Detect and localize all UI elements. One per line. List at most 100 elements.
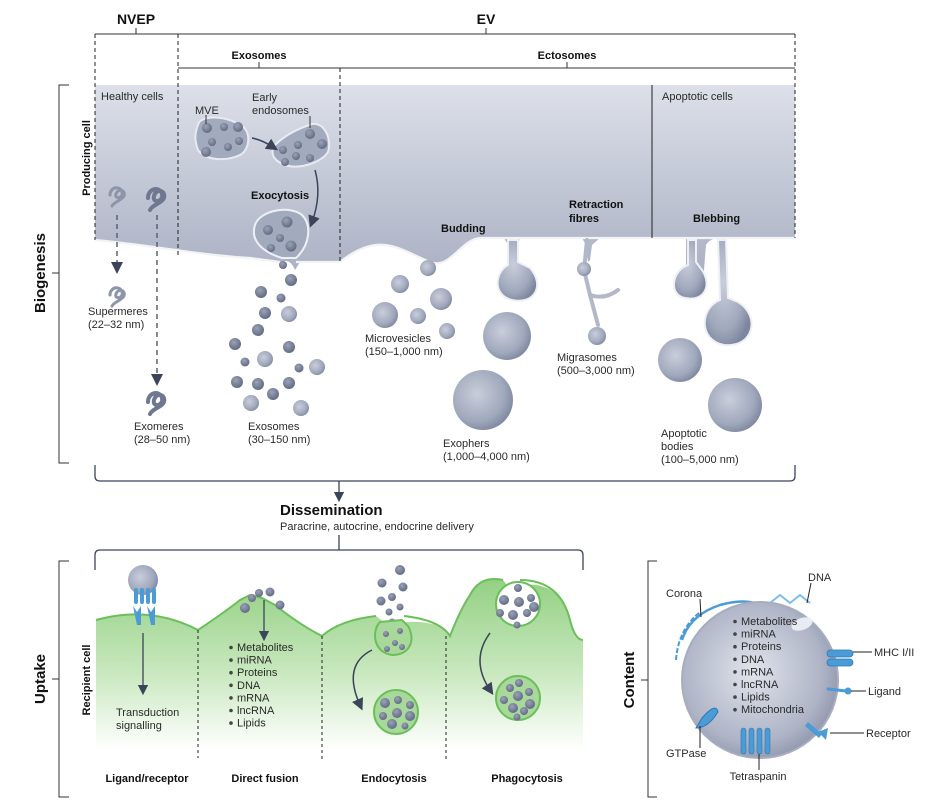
budding-vesicle-icon <box>496 239 539 302</box>
corona-icon-2 <box>675 611 701 661</box>
content-label: Content <box>621 652 638 709</box>
content-ev-sphere <box>681 601 839 759</box>
mhc-icon <box>826 649 854 667</box>
bullet-icon <box>229 708 233 713</box>
bullet-icon <box>733 619 737 624</box>
microvesicle-particles <box>372 260 455 339</box>
mechanism-endocytosis: Endocytosis <box>361 773 426 785</box>
recipient-membrane <box>95 578 584 641</box>
content-cargo-item: mRNA <box>741 666 774 678</box>
endocytosis-vesicle-icon <box>374 618 413 657</box>
migrasomes-size: (500–3,000 nm) <box>557 365 635 377</box>
mechanism-phagocytosis: Phagocytosis <box>491 773 563 785</box>
content-cargo-item: Mitochondria <box>741 704 805 716</box>
apoptotic-cells-label: Apoptotic cells <box>662 91 733 103</box>
bullet-icon <box>733 707 737 712</box>
mve-icon <box>194 116 250 161</box>
header-brackets <box>95 28 795 69</box>
supermeres-label: Supermeres <box>88 306 148 318</box>
biogenesis-bracket <box>52 84 69 464</box>
mve-to-endosome-arrow <box>251 137 279 151</box>
exosomes-label: Exosomes <box>248 421 300 433</box>
blebbing-vesicle-icon-2 <box>703 239 753 347</box>
bullet-icon <box>733 657 737 662</box>
content-bracket <box>641 560 657 798</box>
fusion-cargo-item: mRNA <box>237 692 270 704</box>
migrasome-vesicle-icon <box>577 262 591 276</box>
uptake-dividers <box>197 630 447 762</box>
bullet-icon <box>229 645 233 650</box>
ectosomes-header: Ectosomes <box>538 50 597 62</box>
budding-label: Budding <box>441 223 486 235</box>
bullet-icon <box>229 721 233 725</box>
bullet-icon <box>229 696 233 700</box>
fusion-vesicles <box>240 587 285 613</box>
apoptotic-body-1 <box>658 338 702 382</box>
apoptotic-bodies-label-1: Apoptotic <box>661 428 707 440</box>
exomeres-label: Exomeres <box>134 421 184 433</box>
nvep-arrows <box>111 215 163 386</box>
tetraspanin-label: Tetraspanin <box>730 771 787 783</box>
exosomes-header: Exosomes <box>231 50 286 62</box>
dissemination-title: Dissemination <box>280 502 383 519</box>
phagocytosis-arrow <box>479 632 494 695</box>
early-endosome-icon <box>271 122 331 168</box>
ev-header: EV <box>477 11 496 27</box>
bullet-icon <box>229 670 233 675</box>
retraction-fibres-label-1: Retraction <box>569 199 624 211</box>
content-cargo-item: miRNA <box>741 629 776 641</box>
dna-icon <box>769 593 811 605</box>
supermeres-size: (22–32 nm) <box>88 319 144 331</box>
tetraspanin-icon <box>740 727 771 755</box>
endosome-to-exocytosis-arrow <box>308 169 320 228</box>
section-dividers <box>94 34 796 262</box>
mechanism-direct-fusion: Direct fusion <box>231 773 299 785</box>
fusion-cargo-list: MetabolitesmiRNAProteinsDNAmRNAlncRNALip… <box>229 642 294 730</box>
content-cargo-item: Proteins <box>741 641 782 653</box>
bullet-icon <box>733 670 737 674</box>
nvep-header: NVEP <box>117 11 155 27</box>
mechanism-ligand-receptor: Ligand/receptor <box>105 773 189 785</box>
biogenesis-label: Biogenesis <box>32 233 49 313</box>
apoptotic-bodies-label-2: bodies <box>661 441 694 453</box>
dissemination-to-uptake-bracket <box>94 535 584 570</box>
fusion-cargo-item: lncRNA <box>237 705 275 717</box>
producing-cell-label: Producing cell <box>81 120 93 196</box>
content-cargo-item: lncRNA <box>741 679 779 691</box>
transduction-label-1: Transduction <box>116 707 179 719</box>
exocytosis-vesicle-icon <box>252 208 310 259</box>
recipient-cell <box>96 579 583 750</box>
exomere-particle-icon <box>146 391 167 416</box>
endosome-internalized-icon <box>373 689 419 735</box>
dissemination-subtitle: Paracrine, autocrine, endocrine delivery <box>280 521 474 533</box>
content-leaders <box>699 582 872 770</box>
microvesicles-label: Microvesicles <box>365 333 432 345</box>
early-endosomes-label-1: Early <box>252 92 278 104</box>
mhc-label: MHC I/II <box>874 647 914 659</box>
exocytosis-label: Exocytosis <box>251 190 309 202</box>
apoptotic-body-2 <box>708 378 762 432</box>
microvesicles-size: (150–1,000 nm) <box>365 346 443 358</box>
sphere-highlight <box>791 617 813 631</box>
retraction-fibre-icon <box>581 238 620 327</box>
corona-label: Corona <box>666 588 703 600</box>
ligand-icon <box>826 687 852 695</box>
fusion-cargo-item: miRNA <box>237 655 272 667</box>
fusion-cargo-item: Proteins <box>237 667 278 679</box>
exophers-size: (1,000–4,000 nm) <box>443 451 530 463</box>
exosomes-size: (30–150 nm) <box>248 434 310 446</box>
blebbing-label: Blebbing <box>693 213 740 225</box>
blebbing-vesicle-icon-1 <box>673 239 708 300</box>
exosome-particles <box>229 261 325 416</box>
mve-label: MVE <box>195 105 219 117</box>
fusion-cargo-item: Metabolites <box>237 642 294 654</box>
endocytosis-particles <box>376 565 408 626</box>
exomere-icon <box>146 187 167 212</box>
migrasome-vesicle-icon-2 <box>588 327 606 345</box>
phagosome-internalized-icon <box>495 675 541 721</box>
phagocytosis-vesicle-icon <box>495 581 541 629</box>
fusion-cargo-item: DNA <box>237 680 261 692</box>
supermere-icon <box>108 186 126 208</box>
transduction-label-2: signalling <box>116 720 162 732</box>
bullet-icon <box>229 658 233 662</box>
